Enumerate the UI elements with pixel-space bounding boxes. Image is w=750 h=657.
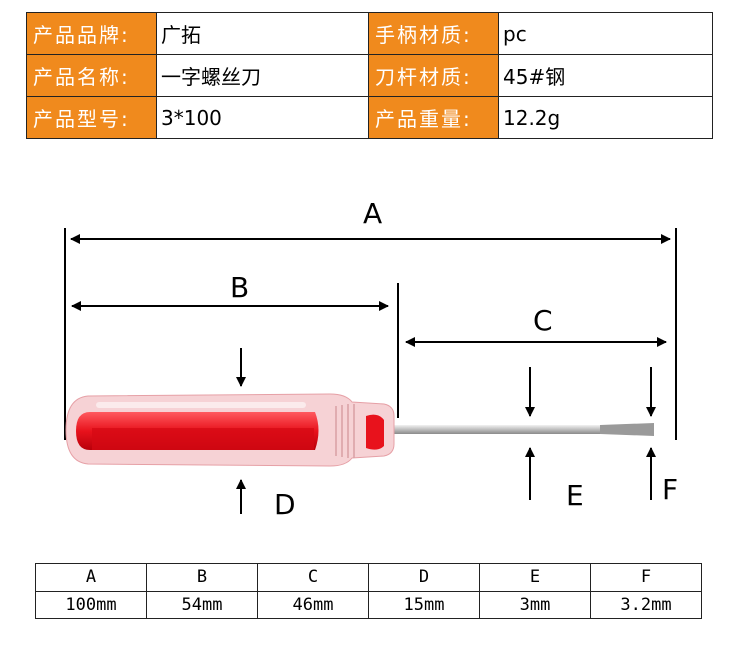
spec-label-model: 产品型号: <box>26 96 157 139</box>
dimension-value: 15mm <box>368 590 480 619</box>
dimension-header-row: A B C D E F <box>35 563 702 592</box>
shaft <box>385 425 650 434</box>
spec-table: 产品品牌: 广拓 手柄材质: pc 产品名称: 一字螺丝刀 刀杆材质: 45#钢… <box>26 12 713 139</box>
flat-tip <box>600 423 654 436</box>
spec-label-shaft-material: 刀杆材质: <box>368 54 499 97</box>
handle-highlight <box>96 402 306 408</box>
spec-label-handle-material: 手柄材质: <box>368 12 499 55</box>
dimension-value: 54mm <box>146 590 258 619</box>
spec-value-shaft-material: 45#钢 <box>498 54 713 97</box>
spec-value-model: 3*100 <box>156 96 369 139</box>
dimension-header: B <box>146 563 258 592</box>
dimension-value: 46mm <box>257 590 369 619</box>
spec-label-name: 产品名称: <box>26 54 157 97</box>
spec-value-weight: 12.2g <box>498 96 713 139</box>
handle-collar-red <box>366 414 384 450</box>
dimension-header: D <box>368 563 480 592</box>
dimension-c-label: C <box>533 304 553 337</box>
handle-collar <box>335 404 355 458</box>
dimension-header: F <box>590 563 702 592</box>
dimension-header: E <box>479 563 591 592</box>
dimension-header: A <box>35 563 147 592</box>
spec-value-name: 一字螺丝刀 <box>156 54 369 97</box>
dimension-value-row: 100mm 54mm 46mm 15mm 3mm 3.2mm <box>35 590 702 619</box>
handle-red-flute <box>92 428 314 450</box>
screwdriver-diagram: A B C D E F <box>64 197 678 521</box>
spec-row: 产品名称: 一字螺丝刀 刀杆材质: 45#钢 <box>26 54 713 97</box>
dimension-a-label: A <box>363 197 382 230</box>
dimension-value: 100mm <box>35 590 147 619</box>
dimension-e-label: E <box>566 479 584 512</box>
dimension-d-label: D <box>274 488 296 521</box>
spec-row: 产品品牌: 广拓 手柄材质: pc <box>26 12 713 55</box>
spec-value-brand: 广拓 <box>156 12 369 55</box>
dimension-value: 3mm <box>479 590 591 619</box>
dimension-table: A B C D E F 100mm 54mm 46mm 15mm 3mm 3.2… <box>35 563 702 619</box>
dimension-header: C <box>257 563 369 592</box>
spec-label-weight: 产品重量: <box>368 96 499 139</box>
dimension-f-label: F <box>662 473 678 506</box>
spec-row: 产品型号: 3*100 产品重量: 12.2g <box>26 96 713 139</box>
dimension-b-label: B <box>230 271 249 304</box>
dimension-value: 3.2mm <box>590 590 702 619</box>
spec-value-handle-material: pc <box>498 12 713 55</box>
spec-label-brand: 产品品牌: <box>26 12 157 55</box>
